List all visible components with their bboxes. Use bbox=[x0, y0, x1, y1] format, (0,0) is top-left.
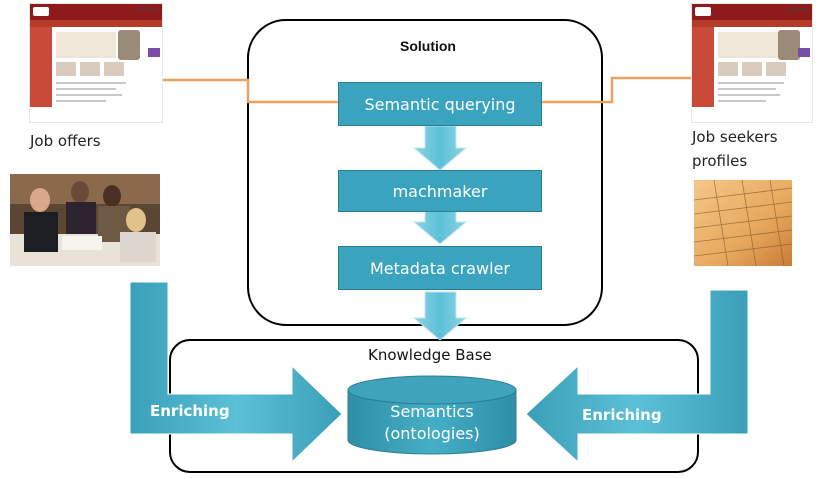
semantics-label: Semantics bbox=[390, 402, 474, 421]
job-seekers-label: Job seekers bbox=[692, 128, 778, 146]
enrich-left-label: Enriching bbox=[150, 402, 230, 420]
profiles-photo bbox=[694, 180, 792, 266]
process-metadata-crawler: Metadata crawler bbox=[338, 246, 542, 290]
meeting-photo bbox=[10, 174, 160, 266]
solution-title: Solution bbox=[400, 38, 456, 54]
job-seekers-screenshot: monster bbox=[692, 4, 812, 122]
semantics-cylinder bbox=[347, 375, 517, 455]
job-offers-screenshot: monster bbox=[30, 4, 162, 122]
down-arrow-1 bbox=[412, 125, 468, 171]
enrich-right-label: Enriching bbox=[582, 406, 662, 424]
enrich-arrow-right bbox=[525, 289, 749, 464]
connector-right bbox=[542, 76, 694, 104]
down-arrow-3 bbox=[412, 291, 468, 341]
process-machmaker: machmaker bbox=[338, 170, 542, 212]
thumb-brand-text: monster bbox=[137, 7, 158, 13]
ontologies-label: (ontologies) bbox=[384, 424, 480, 443]
thumb-brand-text: monster bbox=[787, 7, 808, 13]
connector-left bbox=[160, 78, 338, 104]
knowledge-base-title: Knowledge Base bbox=[368, 346, 492, 364]
enrich-arrow-left bbox=[129, 281, 343, 464]
process-semantic-querying: Semantic querying bbox=[338, 82, 542, 126]
profiles-label: profiles bbox=[692, 152, 748, 170]
job-offers-label: Job offers bbox=[30, 132, 101, 150]
